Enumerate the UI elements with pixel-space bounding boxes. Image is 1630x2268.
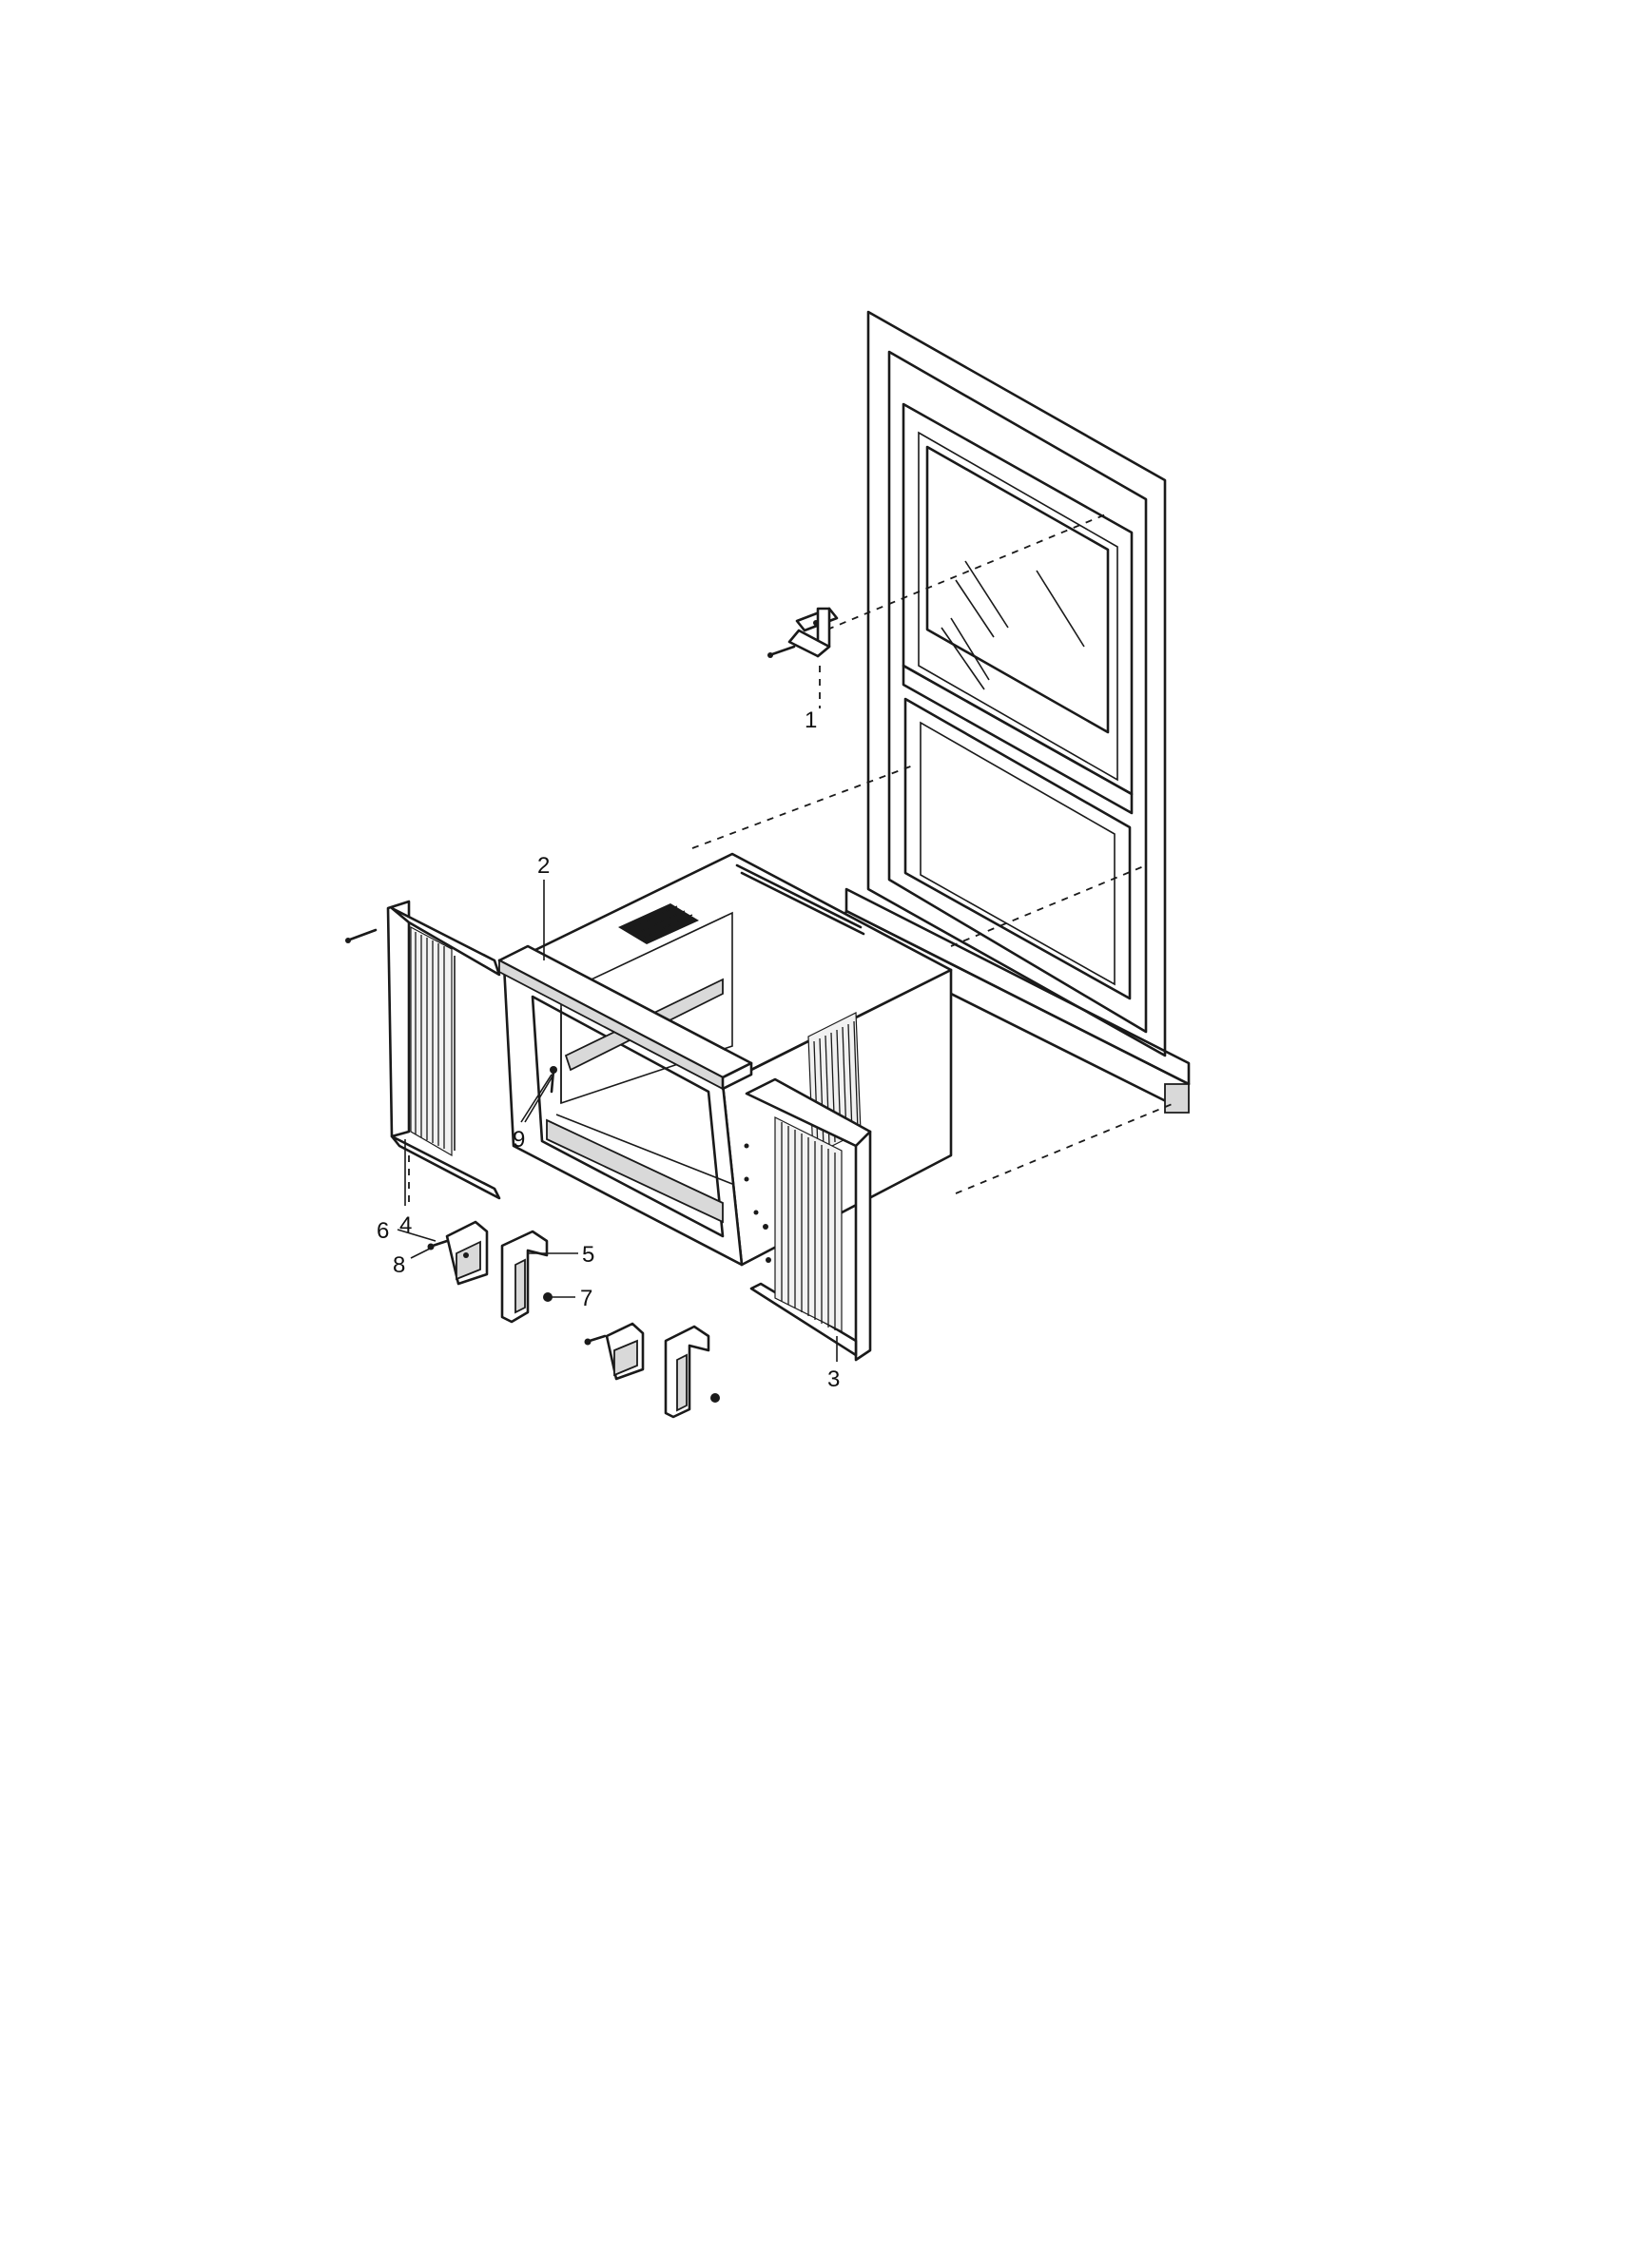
callout-8: 8 <box>393 1252 405 1278</box>
callout-9: 9 <box>513 1127 525 1153</box>
window-frame <box>835 310 1191 1114</box>
callout-2: 2 <box>537 853 550 879</box>
part-4-left-curtain <box>345 900 501 1200</box>
part-9-screw <box>550 1066 557 1094</box>
part-1-top-bracket <box>767 607 839 658</box>
part-3-right-curtain <box>745 1077 872 1362</box>
callout-6: 6 <box>377 1218 389 1244</box>
support-bracket-set-upper <box>427 1220 553 1324</box>
callout-leaders <box>397 880 838 1362</box>
callout-3: 3 <box>827 1367 840 1392</box>
callout-5: 5 <box>582 1242 594 1268</box>
part-2-top-rail <box>497 944 753 1091</box>
callout-1: 1 <box>805 708 817 733</box>
support-bracket-set-lower <box>584 1322 720 1419</box>
callout-labels: 1 2 3 4 5 6 7 8 9 <box>377 708 840 1392</box>
callout-4: 4 <box>399 1212 412 1238</box>
callout-7: 7 <box>580 1286 592 1311</box>
top-vent-grille <box>618 903 699 944</box>
